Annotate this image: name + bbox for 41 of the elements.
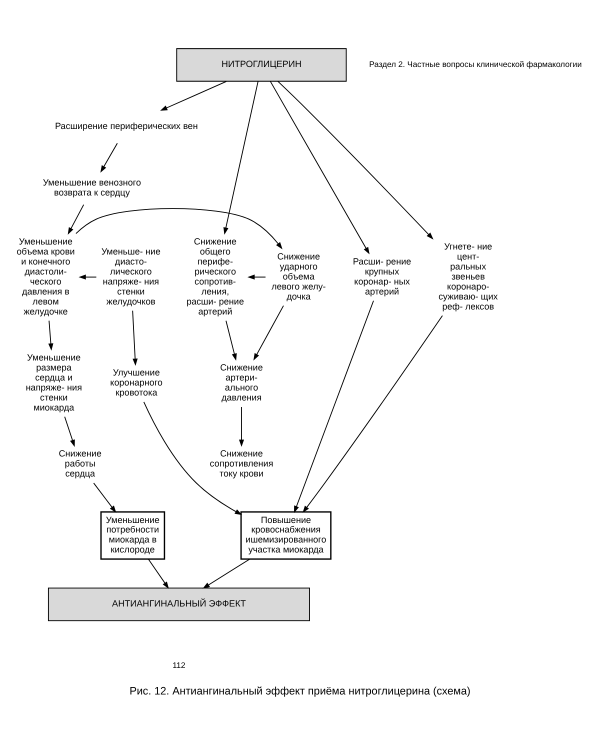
label: 112 [172,661,186,670]
node-text: Расши- рение крупных коронар- ных артерий [352,256,412,296]
arrow [247,274,266,280]
caption: Рис. 12. Антиангинальный эффект приёма нитроглицерина (схема) [129,686,471,698]
arrow [48,320,54,351]
arrow [238,406,244,447]
node-text: Снижение общего перифе- рического сопротив- ления, расши- рение артерий [186,236,244,316]
arrow [277,80,434,240]
node-box: Повышение кровоснабжения ишемизированного участка миокарда [240,511,332,560]
arrow [270,80,370,254]
arrow [148,558,169,589]
arrow [294,300,374,514]
arrow [226,320,237,361]
node-text: Снижение ударного объема левого желу- дочка [271,251,326,302]
arrow [143,402,242,516]
node-text: Уменьшение венозного возврата к сердцу [42,178,142,198]
arrow [64,416,75,447]
node-box: АНТИАНГИНАЛЬНЫЙ ЭФФЕКТ [48,588,310,622]
arrow [100,142,118,173]
node-box: НИТРОГЛИЦЕРИН [176,48,347,82]
node-text: Снижение сопротивления току крови [210,448,274,479]
arrow [76,208,282,250]
node-text: Снижение работы сердца [58,448,102,479]
arrow [253,305,284,361]
node-text: Расширение периферических вен [54,120,198,131]
arrow [132,310,138,366]
node-text: Угнете- ние цент- ральных звеньев коронаро- суживаю- щих реф- лексов [438,241,498,312]
arrow [68,204,84,235]
arrow [93,482,116,513]
node-text: Улучшение коронарного кровотока [110,367,163,398]
node-text: Уменьшение размера сердца и напряже- ния стенки миокарда [26,352,82,412]
node-text: Уменьшение объема крови и конечного диастоли- ческого давления в левом желудочке [16,236,75,316]
label: Раздел 2. Частные вопросы клинической фармакологии [369,60,582,69]
node-text: Уменьше- ние диасто- лического напряже- ния стенки желудочков [101,246,161,306]
arrow [302,315,443,513]
node-text: Снижение артери- ального давления [220,362,263,402]
arrow [160,80,227,111]
node-box: Уменьшение потребности миокарда в кислороде [100,511,166,560]
arrow [202,558,250,589]
arrow [78,274,97,280]
arrow [223,80,259,235]
